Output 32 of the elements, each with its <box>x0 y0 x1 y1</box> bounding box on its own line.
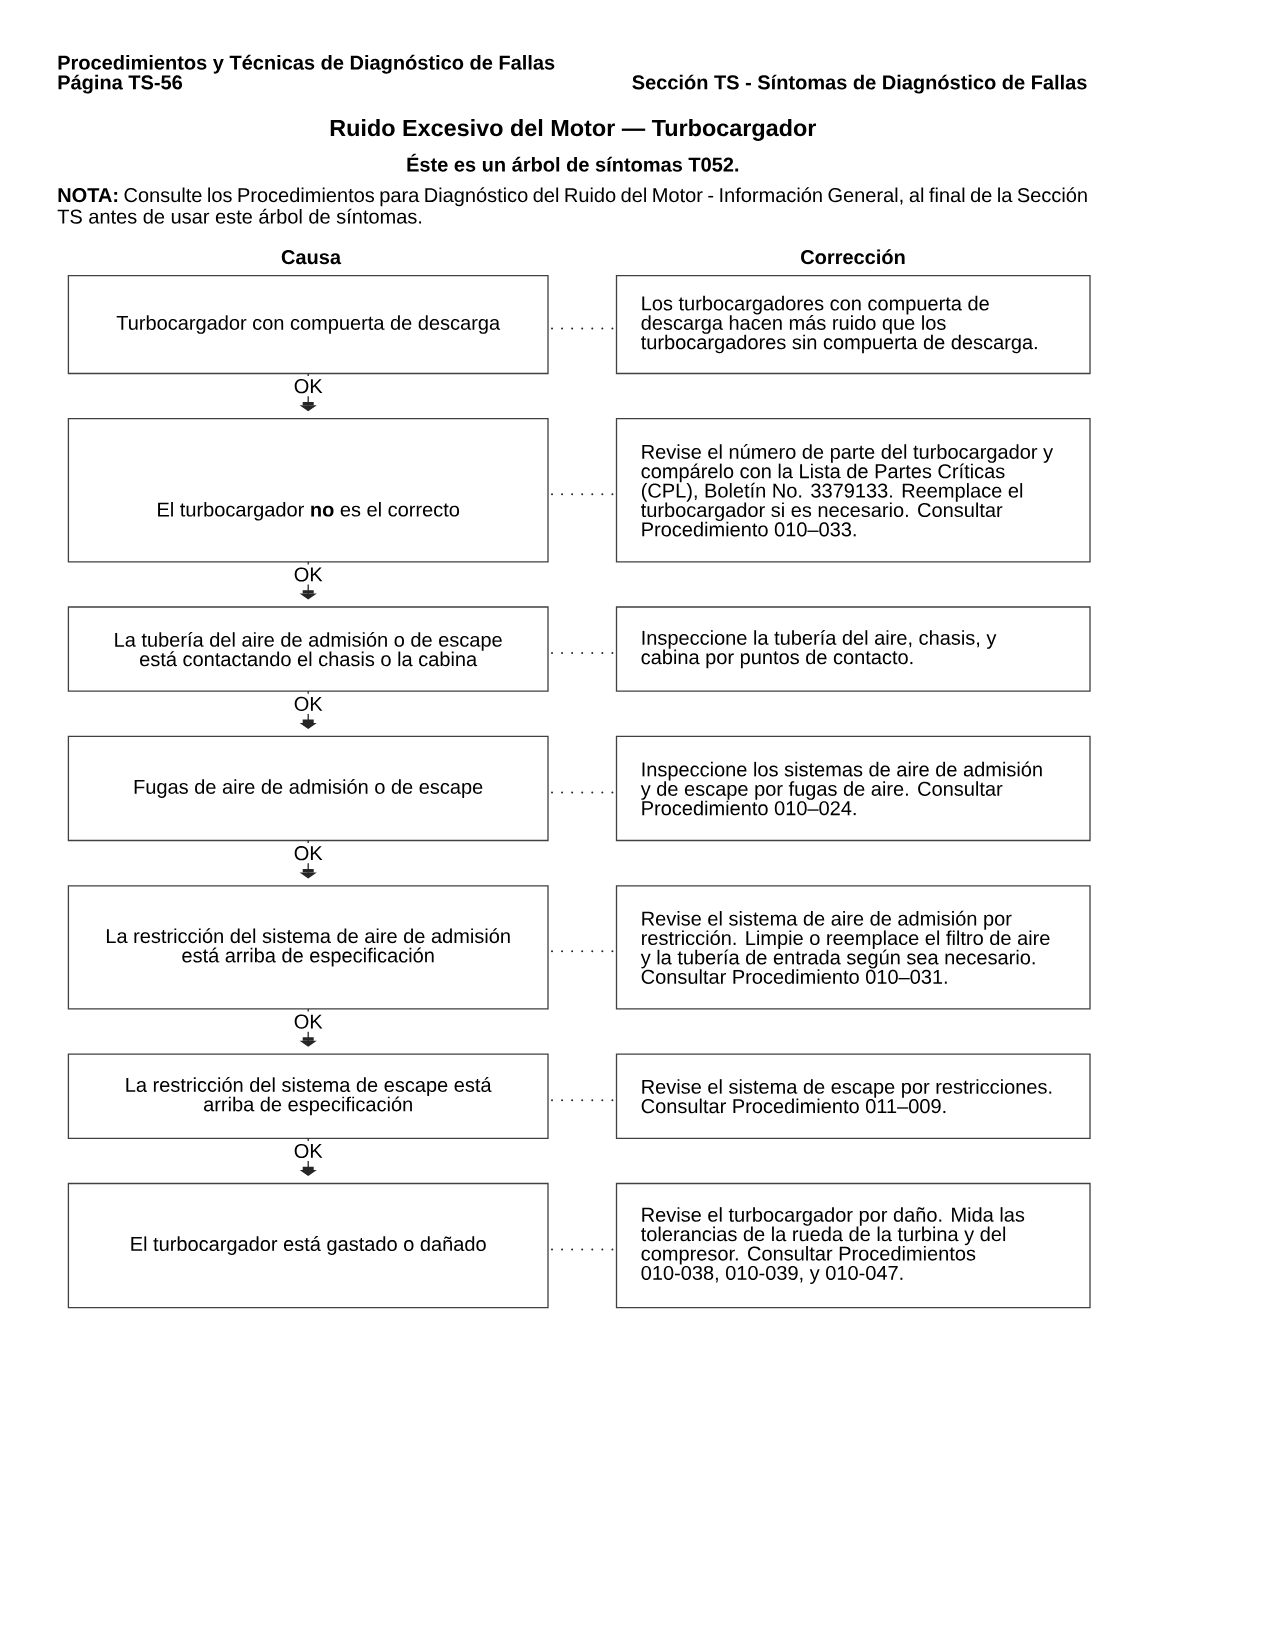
cause-box: La tubería del aire de admisión o de escape está contactando el chasis o la cabina <box>67 606 549 692</box>
title: Ruido Excesivo del Motor — Turbocargador <box>330 119 817 141</box>
edge-label: OK <box>290 693 326 714</box>
cause-box: Turbocargador con compuerta de descarga <box>67 274 549 375</box>
edge-label: OK <box>290 1140 326 1162</box>
subtitle: Éste es un árbol de síntomas T052. <box>407 153 739 172</box>
edge-label: OK <box>290 564 326 585</box>
dotted-line <box>551 327 614 330</box>
correction-box: Los turbocargadores con compuerta de descarga hacen más ruido que los turbocargadores sin compuerta de descarga. <box>615 274 1091 375</box>
cause-box: El turbocargador no es el correcto <box>67 418 549 563</box>
correction-box: Revise el turbocargador por daño. Mida las tolerancias de la rueda de la turbina y del compresor. Consultar Procedimientos 010-038, 010-039, y 010-047. <box>615 1182 1091 1309</box>
cause-box: El turbocargador está gastado o dañado <box>67 1182 549 1309</box>
correction-box: Revise el sistema de aire de admisión por restricción. Limpie o reemplace el filtro de aire y la tubería de entrada según sea necesario. Consultar Procedimiento 010–031. <box>615 885 1091 1010</box>
header-text: Sección TS - Síntomas de Diagnóstico de Fallas <box>632 74 1087 94</box>
note-text: NOTA: Consulte los Procedimientos para Diagnóstico del Ruido del Motor - Información General, al final de la Sección TS antes de usar este árbol de síntomas. <box>57 187 1087 224</box>
correction-box: Inspeccione la tubería del aire, chasis, y cabina por puntos de contacto. <box>615 606 1091 692</box>
correction-box: Revise el número de parte del turbocargador y compárelo con la Lista de Partes Críticas (CPL), Boletín No. 3379133. Reemplace el turbocargador si es necesario. Consultar Procedimiento 010–033. <box>615 418 1091 563</box>
edge-label: OK <box>290 1011 326 1032</box>
header-text: Procedimientos y Técnicas de Diagnóstico de Fallas <box>58 54 555 74</box>
edge-label: OK <box>290 376 326 397</box>
header-text: Página TS-56 <box>58 74 183 94</box>
cause-box: La restricción del sistema de escape está arriba de especificación <box>67 1053 549 1139</box>
cause-box: Fugas de aire de admisión o de escape <box>67 735 549 842</box>
cause-box: La restricción del sistema de aire de admisión está arriba de especificación <box>67 885 549 1010</box>
dotted-line <box>551 950 614 953</box>
dotted-line <box>551 493 614 496</box>
edge-label: OK <box>290 843 326 864</box>
correction-box: Inspeccione los sistemas de aire de admisión y de escape por fugas de aire. Consultar Procedimiento 010–024. <box>615 735 1091 842</box>
correction-box: Revise el sistema de escape por restricciones. Consultar Procedimiento 011–009. <box>615 1053 1091 1139</box>
dotted-line <box>551 791 614 794</box>
dotted-line <box>551 1248 614 1251</box>
dotted-line <box>551 1099 614 1102</box>
